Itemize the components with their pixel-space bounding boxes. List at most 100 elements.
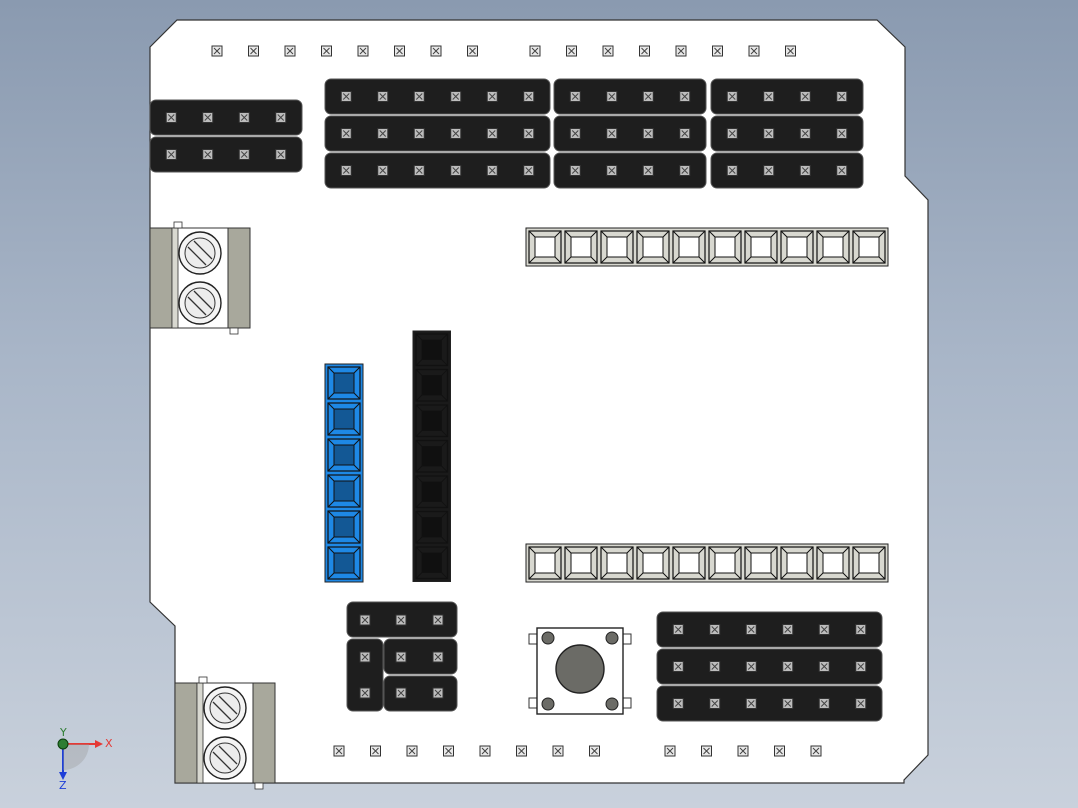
pin	[340, 128, 352, 139]
pin-mark	[167, 114, 175, 121]
pin	[377, 91, 389, 102]
pin	[810, 745, 822, 757]
pin-mark	[525, 93, 533, 100]
pin	[340, 165, 352, 176]
axis-triad: XYZ	[57, 726, 113, 792]
pin	[763, 91, 775, 102]
pin-mark	[240, 151, 248, 158]
pin-mark	[342, 93, 350, 100]
socket-hole	[421, 339, 442, 360]
terminal-block-top[interactable]	[149, 221, 251, 335]
pin-mark	[525, 167, 533, 174]
pin	[799, 165, 811, 176]
header-row-housing	[324, 115, 551, 152]
socket-hole	[534, 236, 556, 258]
pin	[836, 91, 848, 102]
socket-cell	[327, 438, 361, 472]
pin	[726, 165, 738, 176]
pin-mark	[728, 93, 736, 100]
pin	[552, 745, 564, 757]
pin	[606, 91, 618, 102]
socket-cell	[744, 546, 778, 580]
socket-bevel	[564, 546, 598, 580]
terminal-rail	[196, 682, 204, 784]
pin	[443, 745, 454, 757]
pin	[606, 165, 618, 176]
pin	[523, 91, 535, 102]
socket-hole	[421, 375, 442, 396]
pin-mark	[591, 747, 598, 755]
pin-mark	[644, 130, 652, 137]
pin	[639, 45, 650, 57]
pin	[395, 651, 407, 663]
socket-cell	[528, 230, 562, 264]
pin	[357, 45, 369, 57]
terminal-block-bottom[interactable]	[174, 676, 276, 790]
blue-socket[interactable]	[324, 363, 364, 583]
pin-mark	[452, 130, 460, 137]
upper-female-header[interactable]	[525, 227, 889, 267]
pin	[745, 661, 757, 672]
pin	[413, 128, 425, 139]
header-3x6-bottom[interactable]	[656, 611, 883, 722]
pin	[818, 698, 830, 709]
pin	[359, 614, 371, 626]
socket-bevel	[415, 333, 448, 366]
socket-bevel	[327, 474, 361, 508]
pin	[642, 91, 654, 102]
pin	[413, 165, 425, 176]
terminal-side-left	[174, 682, 198, 784]
pin-mark	[681, 93, 689, 100]
pin	[712, 45, 723, 57]
lower-female-header[interactable]	[525, 543, 889, 583]
socket-cell	[708, 546, 742, 580]
socket-hole	[570, 552, 592, 574]
pin-mark	[681, 167, 689, 174]
socket-bevel	[327, 366, 361, 400]
pin	[672, 624, 684, 635]
pin	[709, 661, 721, 672]
socket-bevel	[636, 546, 670, 580]
push-button[interactable]	[528, 627, 632, 715]
pin-mark	[361, 653, 369, 661]
socket-cell	[744, 230, 778, 264]
pin	[745, 624, 757, 635]
pin-mark	[204, 151, 212, 158]
button-plunger[interactable]	[555, 644, 605, 694]
header-3x4-a[interactable]	[553, 78, 707, 189]
screw-inner	[184, 287, 216, 319]
bottom-pin-row-left	[333, 745, 600, 757]
pin	[430, 45, 442, 57]
screw-inner	[209, 742, 241, 774]
pin	[774, 745, 785, 757]
socket-hole	[642, 552, 664, 574]
black-socket[interactable]	[412, 330, 451, 582]
pin-mark	[765, 130, 773, 137]
pin	[818, 661, 830, 672]
header-row-housing	[553, 78, 707, 115]
header-col-housing	[346, 638, 384, 712]
pin	[432, 687, 444, 699]
pin-mark	[379, 167, 387, 174]
socket-hole	[750, 552, 772, 574]
socket-cell	[528, 546, 562, 580]
z-axis-arrow	[59, 772, 67, 780]
pin-mark	[488, 93, 496, 100]
pin-mark	[812, 747, 820, 755]
pin	[782, 624, 794, 635]
pin-mark	[728, 130, 736, 137]
header-2x4[interactable]	[149, 99, 303, 173]
pin-mark	[711, 663, 719, 670]
pin-mark	[434, 616, 442, 624]
header-cluster[interactable]	[346, 601, 458, 712]
header-3x4-b[interactable]	[710, 78, 864, 189]
button-leg	[528, 633, 538, 645]
header-3x6[interactable]	[324, 78, 551, 189]
pin	[569, 91, 581, 102]
pin	[799, 128, 811, 139]
pin-mark	[608, 130, 616, 137]
socket-hole	[750, 236, 772, 258]
socket-hole	[678, 236, 700, 258]
header-row-housing	[710, 115, 864, 152]
